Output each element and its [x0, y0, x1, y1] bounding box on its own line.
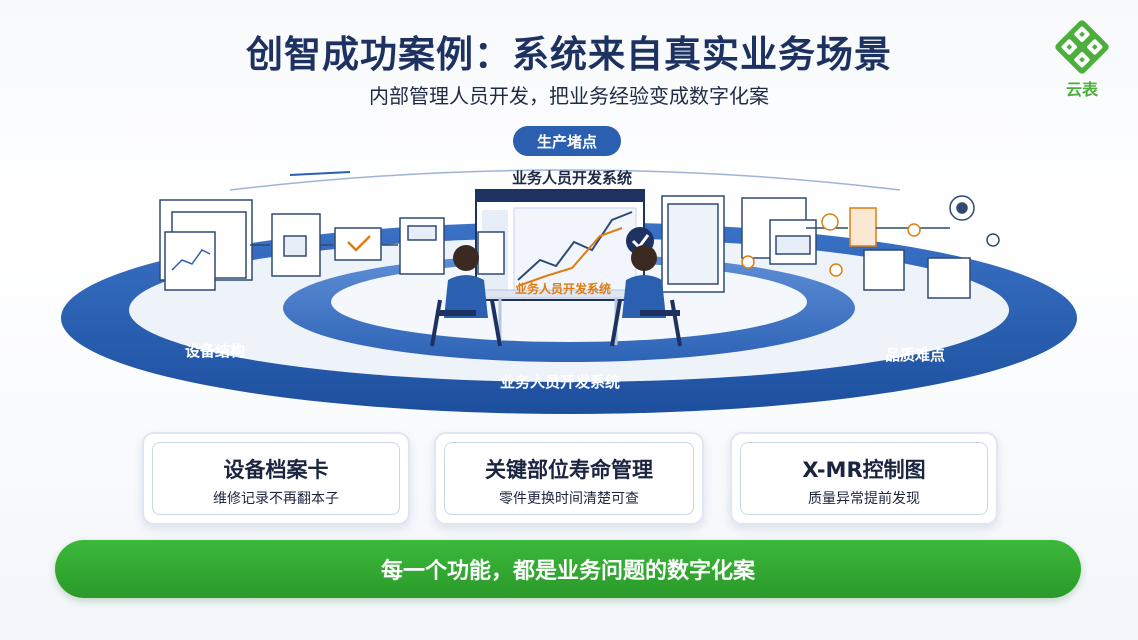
ring-label-left: 设备结构	[185, 342, 246, 360]
table-label: 业务人员开发系统	[514, 282, 611, 296]
diamond-grid-logo-icon	[1055, 20, 1109, 74]
card-title: 设备档案卡	[223, 458, 329, 482]
feature-card-xmr: X-MR控制图 质量异常提前发现	[730, 432, 998, 525]
ring-label-bottom: 业务人员开发系统	[500, 373, 621, 391]
left-document-cluster	[159, 199, 445, 291]
person-right	[610, 245, 682, 347]
right-document-cluster	[661, 195, 1000, 299]
page-title: 创智成功案例：系统来自真实业务场景	[246, 33, 892, 76]
logo-text: 云表	[1065, 80, 1098, 99]
center-screen-title: 业务人员开发系统	[511, 169, 632, 187]
card-title: X-MR控制图	[802, 458, 926, 482]
feature-card-equipment: 设备档案卡 维修记录不再翻本子	[142, 432, 410, 525]
card-desc: 质量异常提前发现	[808, 491, 920, 507]
top-pill-badge: 生产堵点	[513, 126, 621, 156]
central-dashboard-screen	[475, 189, 645, 301]
person-left	[430, 245, 502, 347]
bottom-banner: 每一个功能，都是业务问题的数字化案	[55, 540, 1081, 598]
card-desc: 维修记录不再翻本子	[213, 491, 339, 507]
ring-label-right: 品质难点	[885, 346, 946, 364]
card-desc: 零件更换时间清楚可查	[499, 491, 639, 507]
feature-card-lifecycle: 关键部位寿命管理 零件更换时间清楚可查	[434, 432, 704, 525]
orange-gear-icon	[821, 213, 839, 231]
page-subtitle: 内部管理人员开发，把业务经验变成数字化案	[369, 84, 769, 108]
ring-illustration	[61, 169, 1077, 414]
card-title: 关键部位寿命管理	[485, 458, 653, 482]
brand-logo: 云表	[1052, 18, 1112, 100]
